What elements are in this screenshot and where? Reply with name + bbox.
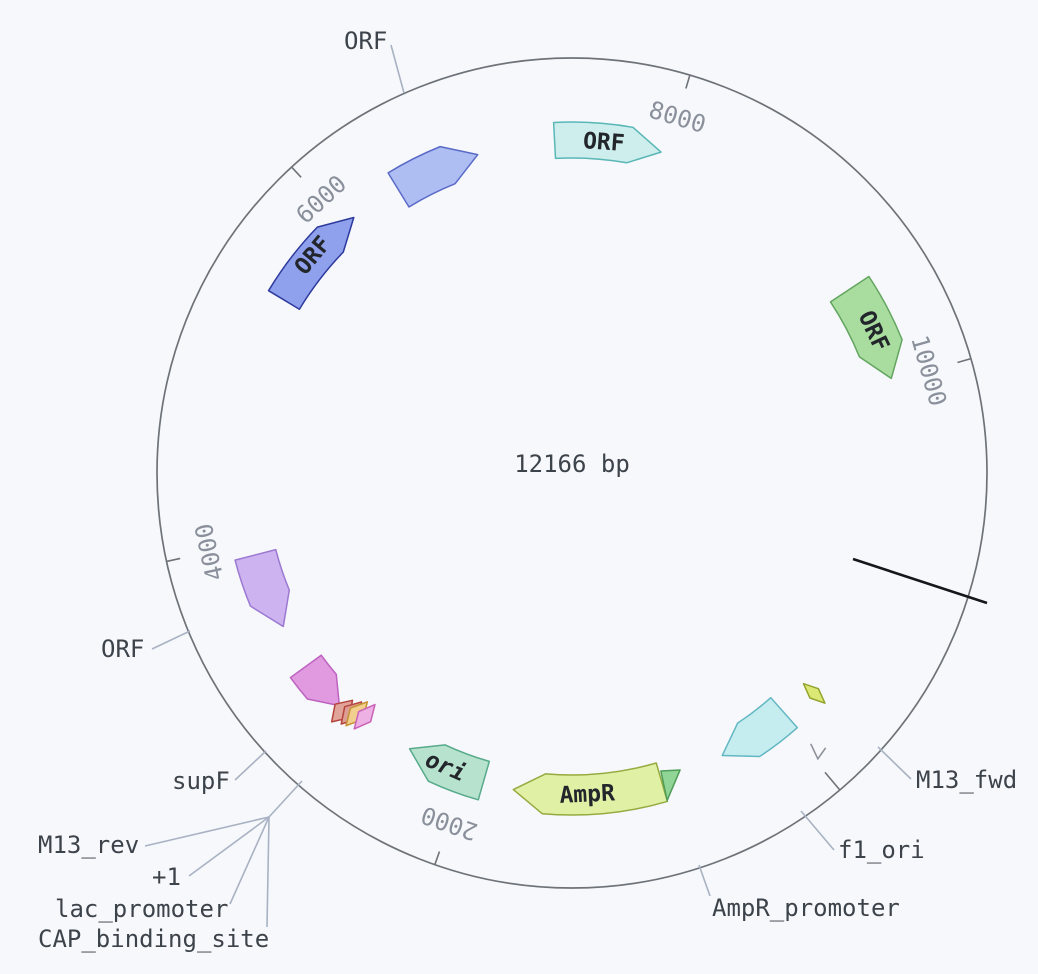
minor-mark-0 <box>824 771 841 791</box>
leader-lac-promoter <box>229 816 270 905</box>
tick-label-10000: 10000 <box>905 332 952 409</box>
tick-label-4000: 4000 <box>190 521 230 583</box>
label-orf-top[interactable]: ORF <box>344 27 387 55</box>
feature-AmpR-promoter-marker[interactable] <box>660 769 681 802</box>
tick-mark-10000 <box>957 357 972 364</box>
cut-site-line <box>852 557 988 605</box>
leader-m13-fwd <box>877 746 912 780</box>
tick-label-2000: 2000 <box>417 800 481 846</box>
leader-stem <box>268 780 303 818</box>
feature-ori[interactable] <box>408 744 491 801</box>
leader-orf-left <box>151 630 191 650</box>
plasmid-size-label: 12166 bp <box>514 450 630 478</box>
tick-mark-2000 <box>434 851 441 865</box>
tick-mark-4000 <box>166 557 181 563</box>
label-m13-fwd[interactable]: M13_fwd <box>916 766 1017 794</box>
feature-label-orf-top: ORF <box>582 128 625 157</box>
label-lac-promoter[interactable]: lac_promoter <box>55 895 228 923</box>
primer-arrow-mark <box>810 743 827 761</box>
feature-orf-upper-left[interactable] <box>267 216 355 310</box>
feature-orf-left[interactable] <box>234 548 291 628</box>
leader-m13-rev <box>144 816 270 847</box>
tick-mark-6000 <box>291 166 302 178</box>
leader-f1-ori <box>800 810 835 851</box>
feature-cap-binding-site-marker[interactable] <box>353 703 376 730</box>
plasmid-backbone <box>156 57 988 889</box>
label-ampr-promoter[interactable]: AmpR_promoter <box>712 894 900 922</box>
leader-supF <box>234 750 267 781</box>
label-plus1[interactable]: +1 <box>152 863 181 891</box>
label-cap-binding-site[interactable]: CAP_binding_site <box>38 925 269 953</box>
tick-mark-8000 <box>685 74 691 89</box>
label-supF[interactable]: supF <box>172 767 230 795</box>
decoration-layer <box>810 557 988 761</box>
feature-AmpR[interactable] <box>512 762 669 816</box>
leader-orf-top <box>390 44 405 94</box>
callout-layer: ORF ORF supF M13_rev +1 lac_promoterCAP_bindi… <box>38 27 1017 953</box>
label-m13-rev[interactable]: M13_rev <box>38 831 139 859</box>
feature-label-AmpR: AmpR <box>559 780 616 809</box>
leader-cap-binding-site <box>266 816 270 928</box>
feature-orf-right[interactable] <box>829 275 903 380</box>
leader-plus1 <box>188 816 270 877</box>
label-f1-ori[interactable]: f1_ori <box>838 836 925 864</box>
feature-orf-upper[interactable] <box>387 145 479 208</box>
feature-f1-ori[interactable] <box>721 696 799 758</box>
feature-m13-fwd-marker[interactable] <box>802 682 826 704</box>
label-orf-left[interactable]: ORF <box>101 635 144 663</box>
feature-supF[interactable] <box>289 654 341 707</box>
feature-orf-top[interactable] <box>552 121 662 164</box>
tick-label-8000: 8000 <box>646 96 709 139</box>
leader-ampr-promoter <box>698 864 711 897</box>
